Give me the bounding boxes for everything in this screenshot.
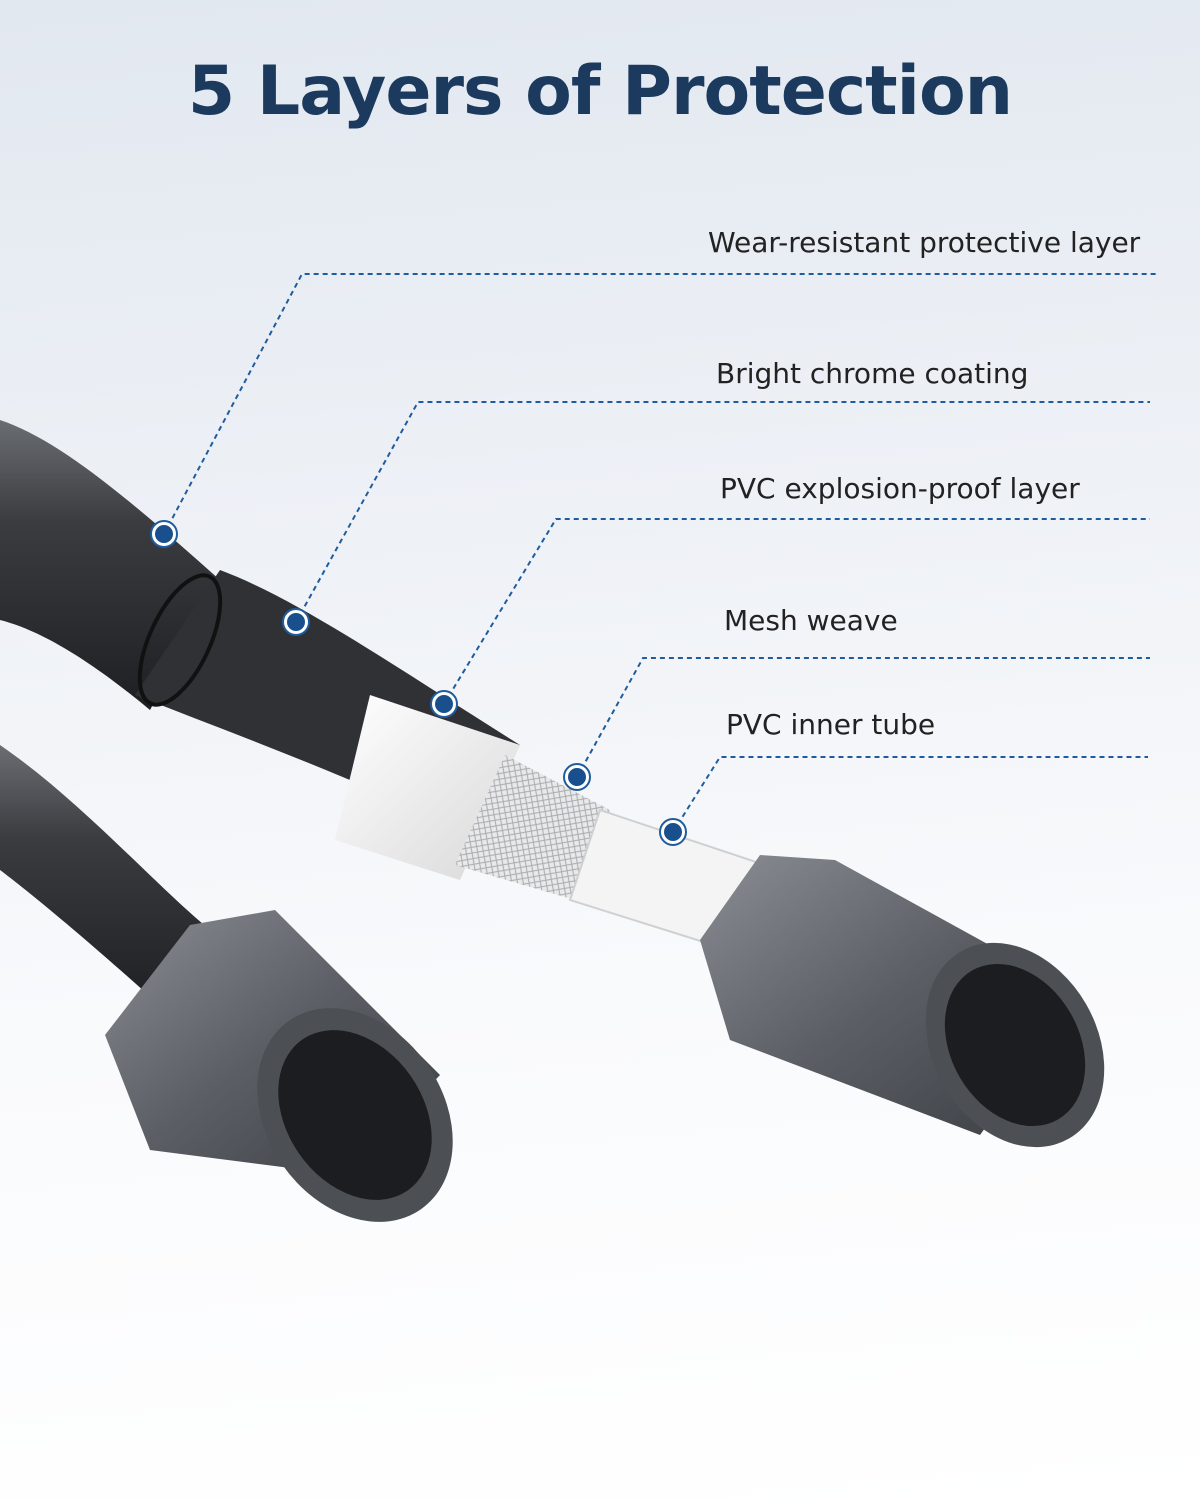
leader-line-pvc-inner-tube: [672, 756, 1148, 833]
callout-dot-pvc-explosion-proof: [435, 695, 453, 713]
callout-dot-mesh-weave: [568, 768, 586, 786]
layer-label-mesh-weave: Mesh weave: [724, 604, 898, 637]
leader-line-wear-resistant: [163, 273, 1158, 535]
upper-hose-outer: [0, 420, 220, 710]
leader-line-mesh-weave: [576, 657, 1150, 778]
callout-dot-chrome-coating: [287, 613, 305, 631]
page-title: 5 Layers of Protection: [187, 52, 1013, 131]
lower-hose: [0, 745, 210, 1010]
callout-dot-wear-resistant: [155, 525, 173, 543]
layer-label-pvc-explosion-proof: PVC explosion-proof layer: [720, 472, 1080, 505]
leader-line-chrome-coating: [295, 401, 1150, 623]
callout-dot-pvc-inner-tube: [664, 823, 682, 841]
mesh-weave-layer: [455, 755, 610, 900]
layer-label-chrome-coating: Bright chrome coating: [716, 357, 1029, 390]
layer-label-wear-resistant: Wear-resistant protective layer: [708, 226, 1141, 259]
leader-line-pvc-explosion-proof: [443, 518, 1150, 705]
layer-label-pvc-inner-tube: PVC inner tube: [726, 708, 936, 741]
